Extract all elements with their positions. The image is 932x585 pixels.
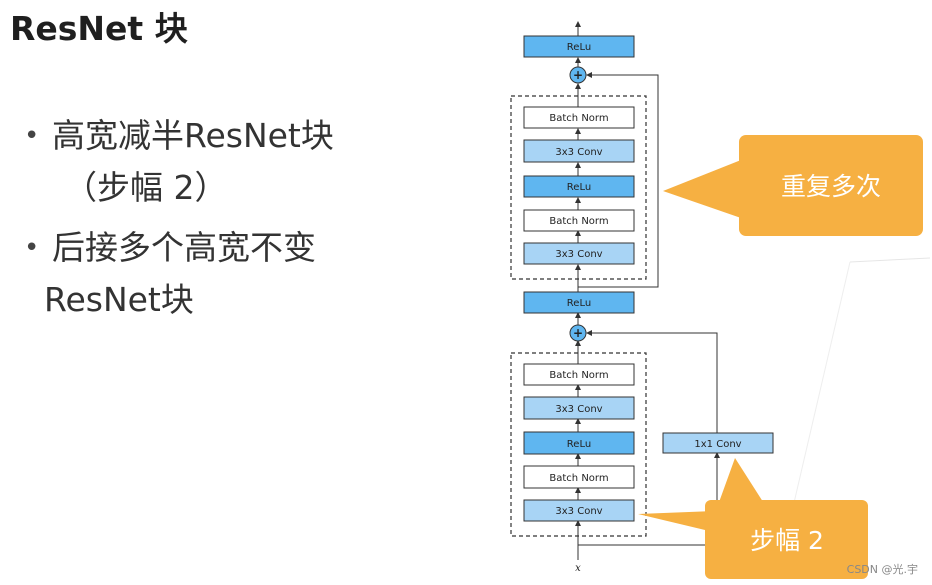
watermark: CSDN @光.宇 <box>846 563 918 576</box>
stride-callout-text: 步幅 2 <box>750 526 824 555</box>
upper-conv-2-label: 3x3 Conv <box>555 249 602 260</box>
lower-bn-2-label: Batch Norm <box>549 473 608 484</box>
input-label: x <box>575 563 581 574</box>
upper-bn-1-label: Batch Norm <box>549 113 608 124</box>
bullet-1-line-1: 高宽减半ResNet块 <box>52 116 334 155</box>
upper-conv-1-box <box>523 139 635 163</box>
repeat-callout-text: 重复多次 <box>781 172 881 201</box>
shortcut-conv-label: 1x1 Conv <box>694 439 741 450</box>
page-title: ResNet 块 <box>10 9 188 48</box>
upper-relu-box <box>523 175 635 198</box>
add-upper-icon <box>569 66 587 84</box>
upper-conv-1-label: 3x3 Conv <box>555 147 602 158</box>
upper-bn-1-box <box>523 106 635 129</box>
bullet-item-1: • 高宽减半ResNet块 （步幅 2） <box>18 110 398 214</box>
bullet-dot-icon: • <box>24 233 40 263</box>
lower-bn-1-label: Batch Norm <box>549 370 608 381</box>
lower-bn-2-box <box>523 465 635 489</box>
lower-conv-2-label: 3x3 Conv <box>555 506 602 517</box>
add-lower-icon <box>569 324 587 342</box>
lower-skip-connection-out <box>586 330 718 433</box>
lower-bn-1-box <box>523 363 635 386</box>
mid-relu-label: ReLu <box>567 298 591 309</box>
top-relu-box <box>523 35 635 58</box>
add-lower-symbol: + <box>573 326 583 340</box>
add-upper-symbol: + <box>573 68 583 82</box>
shortcut-conv-box <box>662 432 774 454</box>
upper-relu-label: ReLu <box>567 182 591 193</box>
decorative-line <box>849 257 931 263</box>
bullet-list: • 高宽减半ResNet块 （步幅 2） • 后接多个高宽不变 ResNet块 <box>18 110 398 334</box>
decorative-line <box>789 261 851 521</box>
repeat-callout: 重复多次 <box>663 135 923 236</box>
upper-conv-2-box <box>523 242 635 265</box>
upper-bn-2-box <box>523 209 635 232</box>
lower-conv-1-box <box>523 396 635 420</box>
bullet-dot-icon: • <box>24 121 40 151</box>
top-relu-label: ReLu <box>567 42 591 53</box>
upper-bn-2-label: Batch Norm <box>549 216 608 227</box>
lower-relu-label: ReLu <box>567 439 591 450</box>
upper-skip-connection <box>578 72 659 288</box>
mid-relu-box <box>523 291 635 314</box>
lower-relu-box <box>523 431 635 455</box>
bullet-item-2: • 后接多个高宽不变 ResNet块 <box>18 222 398 326</box>
bullet-2-line-1: 后接多个高宽不变 <box>52 228 316 267</box>
bullet-1-line-2: （步幅 2） <box>64 168 228 207</box>
lower-conv-1-label: 3x3 Conv <box>555 404 602 415</box>
stride-callout: 步幅 2 <box>638 458 868 579</box>
lower-conv-2-box <box>523 499 635 522</box>
bullet-2-line-2: ResNet块 <box>44 280 194 319</box>
